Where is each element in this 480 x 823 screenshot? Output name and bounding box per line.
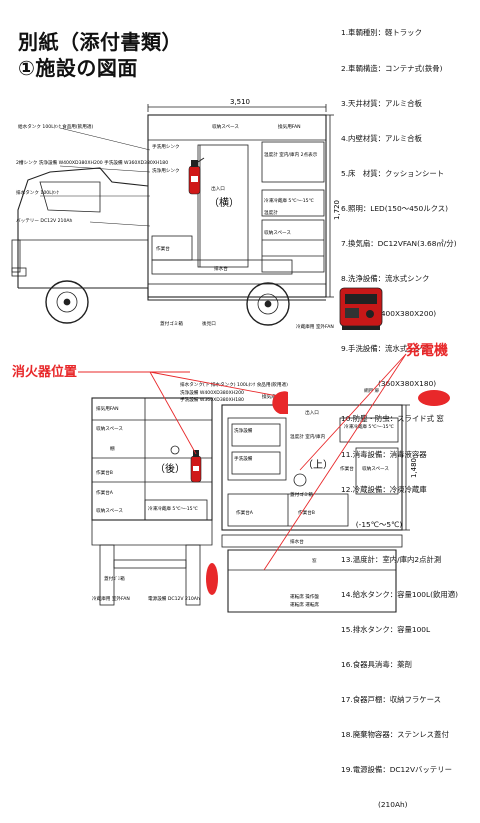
side-note: 後見口 bbox=[202, 320, 216, 327]
top-label: 作業台A bbox=[236, 509, 254, 516]
top-label: 運転席 操作盤 bbox=[290, 593, 319, 600]
side-note: バッテリー DC12V 210Ah bbox=[16, 218, 73, 224]
spec-item: (-15℃～5℃) bbox=[341, 519, 403, 529]
top-view bbox=[221, 404, 410, 613]
spec-item: 18.廃棄物容器：ステンレス蓋付 bbox=[341, 730, 449, 740]
extinguisher-position-marker bbox=[206, 563, 218, 595]
top-label: 換気扇 bbox=[262, 393, 276, 400]
top-dimension: 1,480 bbox=[410, 458, 418, 478]
rear-label: 作業台A bbox=[96, 489, 114, 496]
rear-view bbox=[91, 397, 213, 606]
spec-item: 3.天井材質：アルミ合板 bbox=[341, 98, 422, 108]
side-note: 換気用FAN bbox=[278, 123, 301, 130]
top-label: 蓋付ゴミ箱 bbox=[290, 491, 313, 498]
fire-extinguisher-icon bbox=[188, 157, 205, 195]
side-note: 温度計 室内/庫内 2点表示 bbox=[264, 151, 318, 158]
rear-zone-label: （後） bbox=[155, 462, 185, 475]
spec-item: 16.食器具消毒：薬剤 bbox=[341, 660, 412, 670]
top-label: 温度計 室内/庫内 bbox=[290, 433, 326, 440]
top-zone-label: （上） bbox=[303, 459, 333, 471]
top-label: 作業台B bbox=[298, 509, 315, 516]
spec-item: 12.冷蔵設備：冷凍冷蔵庫 bbox=[341, 484, 427, 494]
rear-label: 棚 bbox=[110, 445, 115, 452]
rear-label: 電源設備 DC12V 210Ah bbox=[148, 595, 200, 602]
spec-item: 4.内壁材質：アルミ合板 bbox=[341, 133, 422, 143]
rear-label: 収納スペース bbox=[96, 425, 123, 432]
side-dimension-height: 1,720 bbox=[333, 200, 341, 220]
rear-label: 作業台B bbox=[96, 469, 113, 476]
top-note: 手洗設備 W360XD380XH180 bbox=[180, 396, 244, 403]
spec-item: 6.照明：LED(150～450ルクス) bbox=[341, 203, 449, 213]
top-bottom-text: 運転席 運転席 bbox=[290, 601, 319, 608]
spec-item: 8.洗浄設備：流水式シンク bbox=[341, 274, 430, 284]
side-note: 手洗用シンク bbox=[152, 143, 180, 150]
spec-item: 14.給水タンク：容量100L(飲用適) bbox=[341, 589, 459, 599]
top-note: 排水タンク(下 排水タンク) 100Lﾀﾝｸ 食品用(飲用適) bbox=[180, 381, 288, 388]
spec-item: 19.電源設備：DC12Vバッテリー bbox=[341, 765, 452, 775]
side-note: 温度計 bbox=[264, 209, 278, 216]
side-note: 蓋付ゴミ箱 bbox=[160, 320, 183, 327]
page-title-line2: ①施設の図面 bbox=[18, 56, 138, 80]
rear-label: 冷凍冷蔵庫 5℃～-15℃ bbox=[148, 505, 198, 512]
spec-item: 9.手洗設備：流水式シンク bbox=[341, 344, 430, 354]
spec-item: (400X380X200) bbox=[341, 309, 437, 319]
spec-item: 2.車輌構造：コンテナ式(鉄骨) bbox=[341, 63, 443, 73]
side-zone-label: （横） bbox=[209, 196, 239, 209]
side-note: 作業台 bbox=[156, 245, 170, 252]
extinguisher-callout: 消火器位置 bbox=[12, 365, 78, 380]
spec-item: 15.排水タンク：容量100L bbox=[341, 625, 431, 634]
side-note: 収納スペース bbox=[212, 123, 239, 130]
diagram-canvas: 3,510 1,720 出入口 （横） 給水タンク 100Lﾀﾝｸ 食品用(飲用… bbox=[11, 98, 450, 613]
side-door-label: 出入口 bbox=[211, 185, 225, 192]
spec-item: 17.食器戸棚：収納フラケース bbox=[341, 695, 442, 705]
rear-label: 蓋付ｺﾞﾐ箱 bbox=[104, 575, 125, 582]
generator-callout: 発電機 bbox=[406, 343, 448, 359]
spec-item: 11.消毒設備：消毒液容器 bbox=[341, 449, 427, 459]
side-dimension-width: 3,510 bbox=[230, 98, 250, 106]
top-label: 手洗設備 bbox=[234, 455, 253, 462]
top-label: 排水台 bbox=[290, 538, 304, 545]
spec-item: 10.防塵・防虫：スライド式 窓 bbox=[341, 414, 444, 424]
side-note: 収納スペース bbox=[264, 229, 291, 236]
spec-item: 5.床 材質：クッションシート bbox=[341, 168, 445, 178]
spec-item: 7.換気扇：DC12VFAN(3.68㎥/分) bbox=[341, 238, 457, 248]
spec-item: (360X380X180) bbox=[341, 379, 437, 389]
side-note: 冷蔵庫用 室外FAN bbox=[296, 323, 334, 330]
top-label: 作業台 bbox=[340, 465, 354, 472]
top-label: 冷凍冷蔵庫 5℃～-15℃ bbox=[344, 423, 394, 430]
side-note: 排水タンク 100Lﾀﾝｸ bbox=[16, 189, 59, 196]
spec-item: (210Ah) bbox=[341, 800, 408, 810]
side-note: 給水タンク 100Lﾀﾝｸ 食品用(飲用適) bbox=[18, 123, 93, 130]
side-view bbox=[11, 104, 334, 326]
top-label: 収納スペース bbox=[362, 465, 389, 472]
spec-item: 1.車輌種別：軽トラック bbox=[341, 28, 422, 38]
top-label: 洗浄設備 bbox=[234, 427, 253, 434]
rear-label: 排気用FAN bbox=[96, 405, 119, 412]
side-note: 冷凍冷蔵庫 5℃～-15℃ bbox=[264, 197, 314, 204]
top-label: 窓 bbox=[312, 557, 317, 564]
top-label: 網戸 扉 bbox=[364, 387, 380, 394]
side-note: 洗浄用シンク bbox=[152, 167, 180, 174]
top-door-label: 出入口 bbox=[305, 409, 319, 416]
spec-item: 13.温度計：室内/庫内2点計測 bbox=[341, 554, 442, 564]
page-title-line1: 別紙（添付書類） bbox=[18, 30, 182, 54]
side-note: 排水台 bbox=[214, 265, 228, 272]
top-note: 洗浄設備 W400XD380XH200 bbox=[180, 389, 244, 396]
fire-extinguisher-icon bbox=[190, 450, 202, 483]
generator-position-marker bbox=[418, 390, 450, 406]
rear-label: 収納スペース bbox=[96, 507, 123, 514]
generator-icon bbox=[339, 287, 383, 330]
side-note: 2槽シンク 洗浄設備 W400XD380XH200 手洗設備 W360XD380… bbox=[16, 159, 168, 166]
rear-label: 冷蔵庫用 室外FAN bbox=[92, 595, 130, 602]
